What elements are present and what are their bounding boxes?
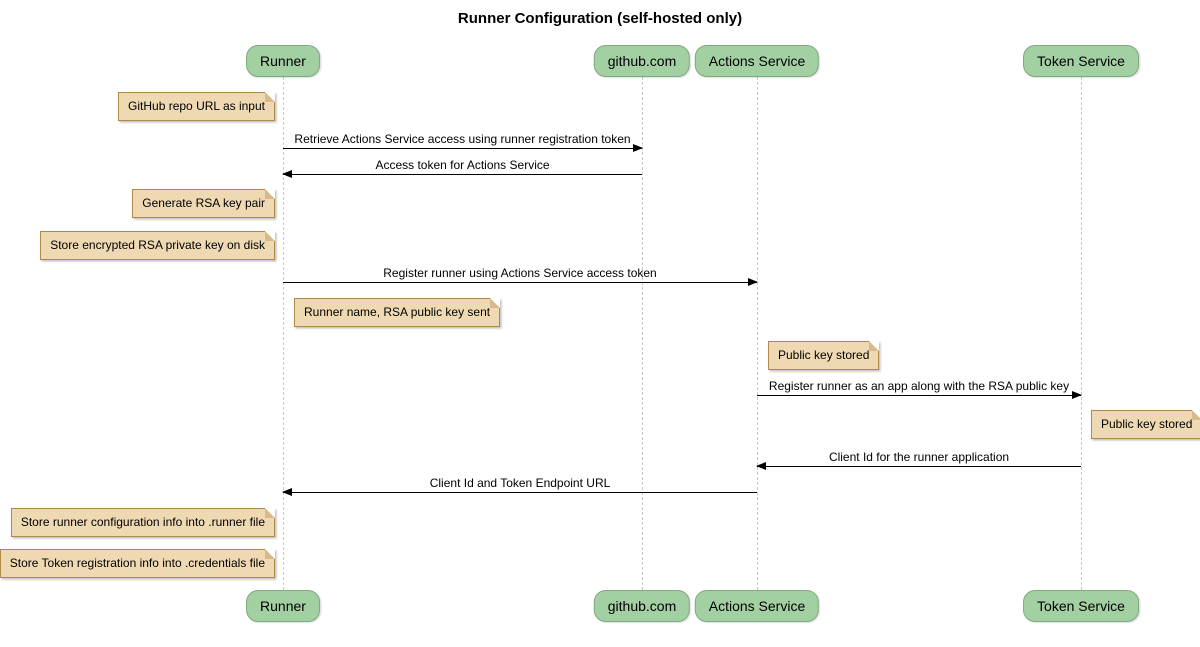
message-line: [283, 144, 643, 152]
note-runner-name-rsa-public-key-sent: Runner name, RSA public key sent: [294, 298, 501, 327]
message-access-token-for-actions-service: Access token for Actions Service: [282, 158, 642, 178]
lifeline-github-com: [642, 77, 643, 590]
message-register-runner-using-access-token: Register runner using Actions Service ac…: [283, 266, 758, 286]
note-text: Public key stored: [1101, 417, 1193, 431]
lifeline-token-service: [1081, 77, 1082, 590]
note-generate-rsa-key-pair: Generate RSA key pair: [132, 189, 275, 218]
note-store-encrypted-rsa-private-key: Store encrypted RSA private key on disk: [40, 231, 275, 260]
message-label: Client Id and Token Endpoint URL: [429, 476, 611, 490]
participant-actions-service-bottom: Actions Service: [694, 590, 820, 622]
note-text: Store Token registration info into .cred…: [9, 556, 265, 570]
message-retrieve-actions-service-access: Retrieve Actions Service access using ru…: [283, 132, 643, 152]
note-public-key-stored-token-service: Public key stored: [1091, 410, 1200, 439]
participant-token-service-top: Token Service: [1023, 45, 1139, 77]
note-text: Generate RSA key pair: [142, 196, 265, 210]
message-label: Retrieve Actions Service access using ru…: [294, 132, 631, 146]
lifeline-actions-service: [757, 77, 758, 590]
message-label: Access token for Actions Service: [375, 158, 550, 172]
participant-github-com-bottom: github.com: [593, 590, 691, 622]
message-client-id-for-runner-application: Client Id for the runner application: [756, 450, 1081, 470]
note-text: Store runner configuration info into .ru…: [20, 515, 265, 529]
note-public-key-stored-actions-service: Public key stored: [768, 341, 880, 370]
note-text: Runner name, RSA public key sent: [304, 305, 491, 319]
message-line: [282, 170, 642, 178]
participant-github-com-top: github.com: [593, 45, 691, 77]
message-line: [756, 462, 1081, 470]
message-line: [282, 488, 757, 496]
participant-actions-service-top: Actions Service: [694, 45, 820, 77]
arrowhead-left-icon: [756, 462, 766, 470]
note-store-token-registration: Store Token registration info into .cred…: [0, 549, 276, 578]
message-label: Client Id for the runner application: [828, 450, 1010, 464]
message-label: Register runner using Actions Service ac…: [383, 266, 657, 280]
message-line: [283, 278, 758, 286]
participant-token-service-bottom: Token Service: [1023, 590, 1139, 622]
participant-runner-bottom: Runner: [246, 590, 320, 622]
note-store-runner-configuration: Store runner configuration info into .ru…: [10, 508, 276, 537]
note-text: GitHub repo URL as input: [128, 99, 265, 113]
diagram-title: Runner Configuration (self-hosted only): [457, 10, 743, 27]
message-line: [757, 391, 1082, 399]
note-text: Store encrypted RSA private key on disk: [50, 238, 265, 252]
message-register-runner-as-app: Register runner as an app along with the…: [757, 379, 1082, 399]
participant-runner-top: Runner: [246, 45, 320, 77]
arrowhead-right-icon: [1072, 391, 1082, 399]
lifeline-runner: [283, 77, 284, 590]
note-text: Public key stored: [778, 348, 870, 362]
arrowhead-right-icon: [633, 144, 643, 152]
arrowhead-right-icon: [748, 278, 758, 286]
note-github-repo-url-input: GitHub repo URL as input: [118, 92, 275, 121]
arrowhead-left-icon: [282, 170, 292, 178]
arrowhead-left-icon: [282, 488, 292, 496]
message-client-id-and-token-endpoint-url: Client Id and Token Endpoint URL: [282, 476, 757, 496]
message-label: Register runner as an app along with the…: [768, 379, 1070, 393]
